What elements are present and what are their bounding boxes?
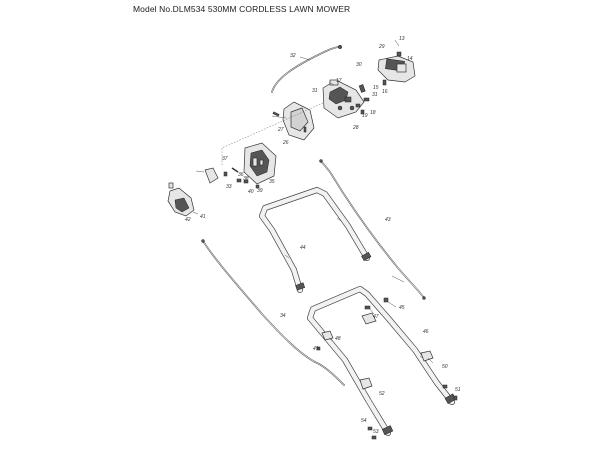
lower-handle-46: [307, 286, 457, 436]
knob-42: [167, 182, 199, 217]
label-51: 51: [455, 387, 461, 393]
label-46: 46: [423, 329, 429, 335]
upper-handle-44: [259, 187, 372, 293]
label-41: 41: [200, 214, 206, 220]
diagram-title: Model No.DLM534 530MM CORDLESS LAWN MOWE…: [133, 4, 351, 14]
switch-lever-14: [377, 51, 416, 83]
label-39: 39: [257, 188, 263, 194]
label-52: 52: [379, 391, 385, 397]
label-28: 28: [352, 125, 359, 131]
label-50: 50: [442, 364, 448, 370]
label-18: 18: [370, 110, 376, 116]
label-15: 15: [373, 85, 379, 91]
label-16: 16: [382, 89, 388, 95]
handle-cover-26: [271, 101, 315, 141]
label-42: 42: [185, 217, 191, 223]
label-37: 37: [222, 156, 228, 162]
label-31b: 31: [372, 92, 378, 98]
label-54: 54: [361, 418, 367, 424]
label-36: 36: [238, 172, 244, 178]
label-44: 44: [300, 245, 306, 251]
label-19: 19: [362, 113, 368, 119]
label-33: 33: [226, 184, 232, 190]
switch-box-35: [243, 142, 277, 185]
cable-32: [271, 44, 343, 93]
label-13: 13: [399, 36, 405, 42]
cable-34: [201, 239, 345, 386]
label-31: 31: [312, 88, 318, 94]
label-38: 38: [243, 176, 249, 182]
label-53: 53: [373, 429, 379, 435]
leader-lines: [299, 39, 434, 364]
label-26: 26: [282, 140, 289, 146]
switch-housing-31: [322, 79, 365, 119]
label-32: 32: [290, 53, 296, 59]
label-43: 43: [385, 217, 391, 223]
label-49: 49: [313, 346, 319, 352]
label-30: 30: [356, 62, 362, 68]
label-45: 45: [399, 305, 405, 311]
label-27: 27: [277, 127, 284, 133]
label-14: 14: [407, 56, 413, 62]
label-35: 35: [269, 179, 275, 185]
label-29: 29: [378, 44, 385, 50]
label-40: 40: [248, 189, 254, 195]
label-34: 34: [280, 313, 286, 319]
lower-handle-fasteners: [316, 297, 458, 440]
label-48: 48: [335, 336, 341, 342]
part-number-labels: 13 14 15 16 17 18 19 26 27 28 29 30 31 3…: [185, 36, 461, 435]
label-47: 47: [373, 314, 379, 320]
switch-box-small-parts: [195, 167, 260, 189]
label-17: 17: [336, 78, 342, 84]
cable-43: [319, 159, 426, 300]
